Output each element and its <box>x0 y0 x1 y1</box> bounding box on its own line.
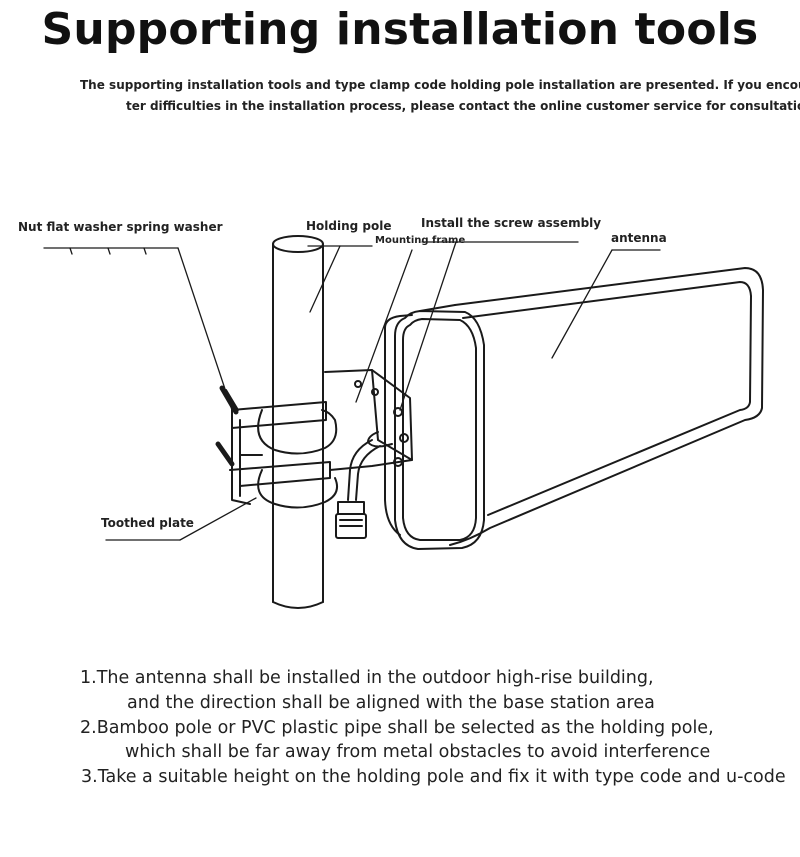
toothed-plate-drawing <box>215 385 338 509</box>
intro-text-line-2: ter difficulties in the installation pro… <box>126 99 800 113</box>
step-2-line-1: 2.Bamboo pole or PVC plastic pipe shall … <box>80 718 714 738</box>
page-title: Supporting installation tools <box>41 4 759 55</box>
label-toothed-plate: Toothed plate <box>101 516 194 530</box>
holding-pole-drawing <box>272 235 324 609</box>
step-1-line-2: and the direction shall be aligned with … <box>127 693 655 713</box>
label-mounting-frame: Mounting frame <box>375 235 465 246</box>
leader-lines <box>43 241 661 541</box>
step-2-line-2: which shall be far away from metal obsta… <box>125 742 711 762</box>
intro-text-line-1: The supporting installation tools and ty… <box>80 78 800 92</box>
label-holding-pole: Holding pole <box>306 219 392 233</box>
step-1-line-1: 1.The antenna shall be installed in the … <box>80 668 654 688</box>
label-antenna: antenna <box>611 231 667 245</box>
mounting-frame-drawing <box>324 369 413 471</box>
installation-diagram: Nut flat washer spring washer Holding po… <box>18 216 764 609</box>
antenna-drawing <box>384 267 764 550</box>
label-screw-assembly: Install the screw assembly <box>421 216 601 230</box>
cable-connector-drawing <box>335 439 381 539</box>
label-nut-washer: Nut flat washer spring washer <box>18 220 223 234</box>
step-3-line-1: 3.Take a suitable height on the holding … <box>81 767 786 787</box>
